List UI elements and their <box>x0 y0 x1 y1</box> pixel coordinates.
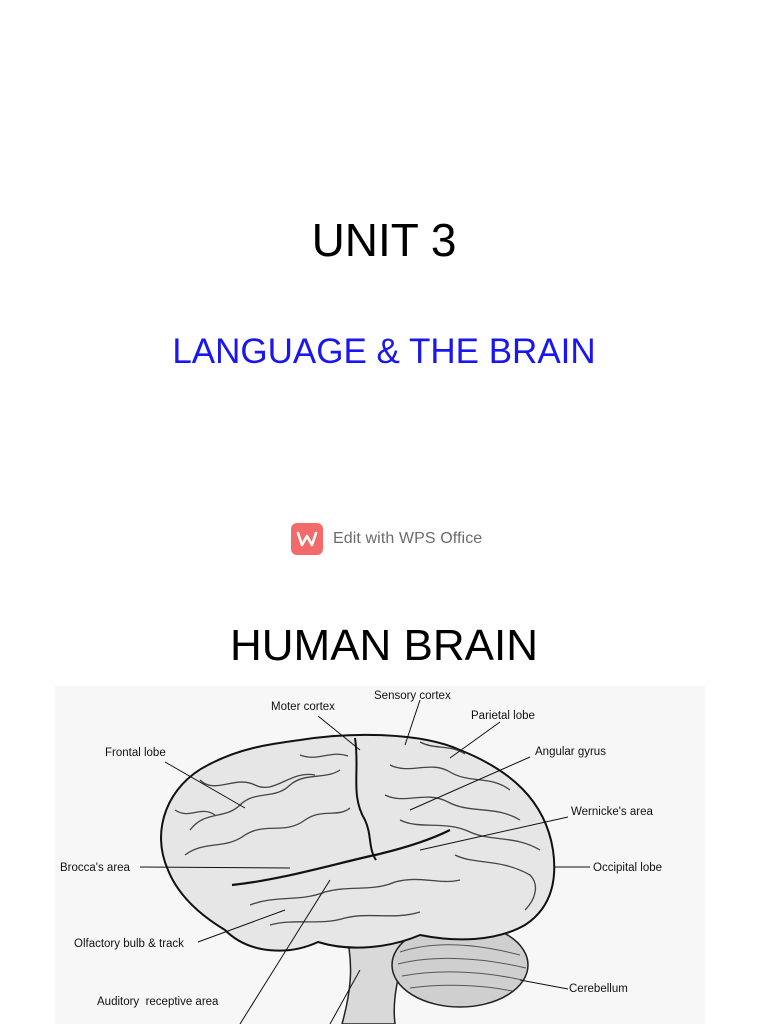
leader-olfactory-bulb <box>197 909 286 943</box>
label-olfactory-bulb: Olfactory bulb & track <box>74 938 184 950</box>
leader-sensory-cortex <box>404 699 421 746</box>
leader-lower <box>329 969 361 1024</box>
leader-frontal-lobe <box>164 761 246 809</box>
label-parietal-lobe: Parietal lobe <box>471 710 535 722</box>
leader-wernickes-area <box>419 816 569 851</box>
label-moter-cortex: Moter cortex <box>271 701 335 713</box>
leader-moter-cortex <box>317 715 361 751</box>
wps-edit-link[interactable]: Edit with WPS Office <box>291 522 482 556</box>
slide-title: UNIT 3 <box>311 214 457 266</box>
label-frontal-lobe: Frontal lobe <box>105 747 166 759</box>
leader-angular-gyrus <box>409 756 531 811</box>
leader-broccas-area <box>139 866 291 869</box>
slide-subtitle: LANGUAGE & THE BRAIN <box>172 332 596 371</box>
leader-parietal-lobe <box>449 721 501 759</box>
wps-office-logo-icon <box>291 523 323 555</box>
leader-auditory-area <box>239 879 331 1024</box>
brain-illustration: Moter cortex Sensory cortex Parietal lob… <box>55 686 705 1024</box>
cerebrum-shape <box>160 733 556 952</box>
label-angular-gyrus: Angular gyrus <box>535 746 606 758</box>
label-occipital-lobe: Occipital lobe <box>593 862 662 874</box>
label-sensory-cortex: Sensory cortex <box>374 690 451 702</box>
label-broccas-area: Brocca's area <box>60 862 131 874</box>
leader-cerebellum <box>519 979 569 990</box>
section-title: HUMAN BRAIN <box>229 621 539 670</box>
leader-lines <box>139 699 590 1024</box>
label-cerebellum: Cerebellum <box>569 983 628 995</box>
label-auditory-area: Auditory receptive area <box>97 996 219 1008</box>
cerebellum-shape <box>391 922 529 1008</box>
wps-edit-text: Edit with WPS Office <box>333 530 483 547</box>
brain-diagram: Moter cortex Sensory cortex Parietal lob… <box>0 680 768 1024</box>
label-wernickes-area: Wernicke's area <box>571 806 653 818</box>
